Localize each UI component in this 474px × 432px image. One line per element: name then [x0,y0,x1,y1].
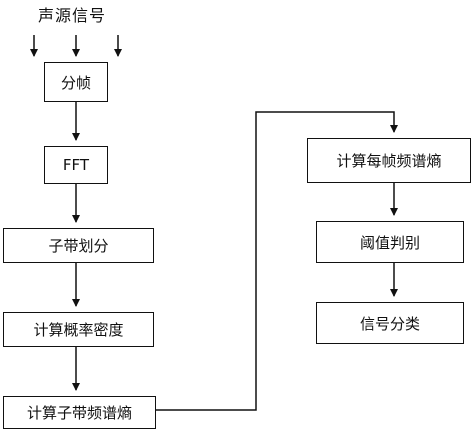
node-density-label: 计算概率密度 [33,321,124,339]
node-subband-entropy-label: 计算子带频谱熵 [26,404,132,422]
node-subband-label: 子带划分 [48,237,109,255]
node-classify: 信号分类 [316,302,464,344]
arrow-connector [156,111,398,411]
node-fft: FFT [44,146,108,184]
node-subband-entropy: 计算子带频谱熵 [3,396,156,429]
node-threshold-label: 阈值判别 [359,233,420,252]
node-framing: 分帧 [44,62,108,102]
node-density: 计算概率密度 [3,312,154,347]
source-signal-label: 声源信号 [38,6,107,25]
node-frame-entropy: 计算每帧频谱熵 [307,138,471,183]
node-frame-entropy-label: 计算每帧频谱熵 [336,152,442,170]
node-subband: 子带划分 [3,228,154,263]
node-threshold: 阈值判别 [316,221,464,263]
node-framing-label: 分帧 [60,73,91,92]
node-fft-label: FFT [62,156,90,174]
node-classify-label: 信号分类 [359,314,420,333]
